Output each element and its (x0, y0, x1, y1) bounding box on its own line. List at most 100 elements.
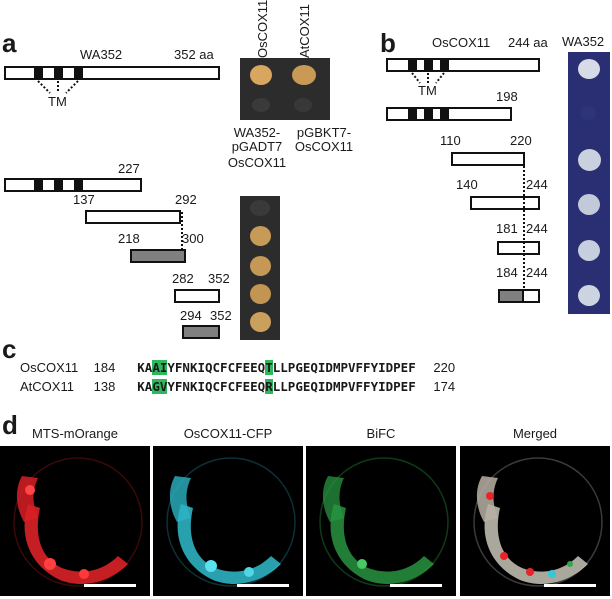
micrograph-bifc (306, 446, 456, 596)
wa352-label: WA352 (80, 47, 123, 62)
tm-segment (34, 180, 43, 190)
tm-dotted-connector (411, 72, 445, 84)
yeast-colony (578, 240, 600, 261)
sequence-name: OsCOX11 (20, 360, 79, 375)
fragment-start-label: 140 (456, 177, 478, 192)
oscox11-fragment-bar (497, 241, 540, 255)
fragment-start-label: 181 (496, 221, 518, 236)
tm-segment (74, 180, 83, 190)
micrograph-mts-morange (0, 446, 150, 596)
panel-c-letter: c (2, 334, 17, 364)
micrograph-bifc-image (319, 457, 449, 587)
fragment-end-label: 227 (118, 161, 140, 176)
wa352-length-label: 352 aa (174, 47, 214, 62)
oscox11-length-label: 244 aa (508, 35, 548, 50)
micrograph-mts-morange-image (13, 457, 143, 587)
wa352-fragment-bar (4, 178, 142, 192)
oscox11-sub-label: OsCOX11 (227, 155, 287, 170)
yeast-plate-bottom (240, 196, 280, 340)
micrograph-oscox11-cfp (153, 446, 303, 596)
sequence-end: 174 (433, 379, 456, 394)
fragment-end-label: 244 (526, 265, 548, 280)
yeast-colony (578, 59, 600, 79)
fragment-end-label: 244 (526, 177, 548, 192)
plate-col-label-atcox11: AtCOX11 (297, 4, 312, 58)
micrograph-merged (460, 446, 610, 596)
yeast-colony (578, 149, 601, 171)
tm-segment (424, 60, 433, 70)
tm-segment (74, 68, 83, 78)
yeast-plate-top (240, 58, 330, 120)
oscox11-fragment-bar-highlighted (498, 289, 524, 303)
sequence-start: 138 (93, 379, 116, 394)
tm-segment (424, 109, 433, 119)
fragment-end-label: 292 (175, 192, 197, 207)
yeast-plate-wa352 (568, 52, 610, 314)
yeast-colony (250, 200, 270, 216)
fragment-start-label: 110 (440, 133, 461, 148)
wa352-fragment-bar-highlighted (182, 325, 220, 339)
tm-segment (34, 68, 43, 78)
yeast-colony (292, 65, 316, 85)
micrograph-oscox11-cfp-image (166, 457, 296, 587)
micrograph-title: MTS-mOrange (32, 426, 118, 441)
yeast-colony (294, 98, 312, 112)
fragment-end-label: 220 (510, 133, 532, 148)
fragment-start-label: 184 (496, 265, 518, 280)
alignment-row-oscox11: OsCOX11 184 KAAIYFNKIQCFCFEEQTLLPGEQIDMP… (20, 360, 455, 375)
yeast-colony (250, 312, 271, 332)
micrograph-title: BiFC (366, 426, 396, 441)
fragment-end-label: 352 (208, 271, 230, 286)
panel-a-letter: a (2, 28, 17, 58)
alignment-row-atcox11: AtCOX11 138 KAGVYFNKIQCFCFEEQRLLPGEQIDMP… (20, 379, 455, 394)
fragment-start-label: 218 (118, 231, 140, 246)
yeast-colony (252, 98, 270, 112)
fragment-start-label: 137 (73, 192, 95, 207)
fragment-start-label: 294 (180, 308, 202, 323)
sequence-end: 220 (433, 360, 456, 375)
scale-bar (390, 584, 442, 587)
fragment-end-label: 244 (526, 221, 548, 236)
yeast-colony (250, 284, 271, 304)
oscox11-fragment-bar (470, 196, 540, 210)
plate-col-label-oscox11: OsCOX11 (255, 0, 270, 58)
oscox11-label: OsCOX11 (432, 35, 491, 50)
oscox11-fragment-bar (386, 107, 512, 121)
yeast-colony (250, 256, 271, 276)
micrograph-merged-image (473, 457, 603, 587)
scale-bar (544, 584, 596, 587)
yeast-colony (580, 106, 596, 120)
sequence-residues: KAAIYFNKIQCFCFEEQTLLPGEQIDMPVFFYIDPEF (137, 360, 416, 375)
tm-segment (408, 109, 417, 119)
fragment-start-label: 282 (172, 271, 194, 286)
oscox11-fragment-bar (451, 152, 525, 166)
yeast-colony (578, 285, 600, 306)
dotted-boundary-line (181, 212, 183, 252)
dotted-boundary-line (523, 166, 525, 290)
scale-bar (237, 584, 289, 587)
tm-segment (440, 109, 449, 119)
oscox11-fragment-bar (522, 289, 540, 303)
sequence-residues: KAGVYFNKIQCFCFEEQRLLPGEQIDMPVFFYIDPEF (137, 379, 416, 394)
wa352-plate-label: WA352 (562, 34, 605, 49)
tm-segment (54, 180, 63, 190)
fragment-end-label: 352 (210, 308, 232, 323)
wa352-fragment-bar (174, 289, 220, 303)
yeast-colony (578, 194, 600, 215)
micrograph-title: OsCOX11-CFP (183, 426, 273, 441)
tm-segment (54, 68, 63, 78)
scale-bar (84, 584, 136, 587)
pgbkt7-oscox11-label: pGBKT7- OsCOX11 (294, 125, 354, 154)
yeast-colony (250, 226, 271, 246)
tm-label: TM (48, 94, 67, 109)
tm-label: TM (418, 83, 437, 98)
tm-segment (408, 60, 417, 70)
panel-d-letter: d (2, 410, 18, 440)
wa352-pgadt7-label: WA352- pGADT7 (231, 125, 283, 154)
sequence-name: AtCOX11 (20, 379, 74, 394)
tm-dotted-connector (37, 80, 79, 94)
tm-segment (440, 60, 449, 70)
fragment-end-label: 198 (496, 89, 518, 104)
yeast-colony (250, 65, 272, 85)
sequence-start: 184 (93, 360, 116, 375)
